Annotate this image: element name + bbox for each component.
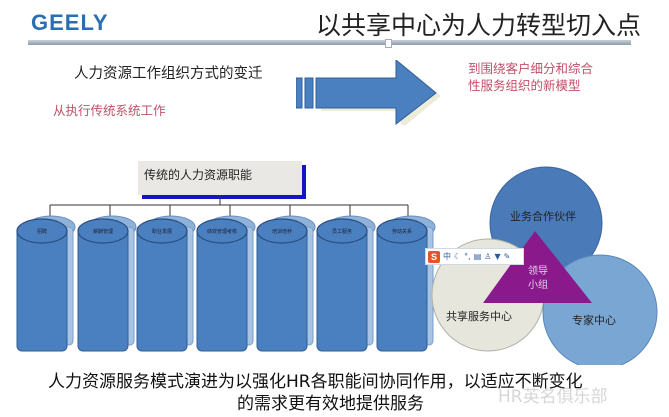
function-label: 培训培养 <box>271 229 292 235</box>
caption-line-1: 人力资源服务模式演进为以强化HR各职能间协同作用，以适应不断变化 <box>48 372 583 392</box>
ime-toolbar[interactable]: S 中 ☾ °, ▤ ♙ ▼ ✎ <box>425 248 524 265</box>
cylinder-shape <box>16 215 76 352</box>
skin-icon[interactable]: ▼ <box>494 252 501 261</box>
moon-icon[interactable]: ☾ <box>454 252 462 261</box>
to-text: 到围绕客户细分和综合性服务组织的新模型 <box>468 61 594 93</box>
traditional-functions-box: 传统的人力资源职能 <box>138 161 302 195</box>
caption-line-2: 的需求更有效地提供服务 <box>237 394 424 414</box>
punctuation-icon[interactable]: °, <box>464 252 471 261</box>
page-title: 以共享中心为人力转型切入点 <box>316 11 642 40</box>
cylinder-shape <box>136 215 196 352</box>
cylinder-shape <box>256 215 316 352</box>
cylinder-shape <box>196 215 256 352</box>
function-label: 薪酬管理 <box>92 229 113 235</box>
geely-logo: GEELY <box>31 10 109 35</box>
transition-heading: 人力资源工作组织方式的变迁 <box>74 66 263 82</box>
header-divider <box>28 40 631 45</box>
function-label: 招聘 <box>36 229 47 235</box>
leadership-label: 领导 小组 <box>528 266 548 291</box>
sogou-logo-icon[interactable]: S <box>428 250 440 263</box>
function-label: 职业发展 <box>151 229 172 235</box>
function-cylinder: 职业发展 <box>135 215 197 357</box>
function-cylinder: 员工服务 <box>315 215 377 357</box>
cylinder-shape <box>77 215 137 352</box>
function-cylinder: 绩效管理考核 <box>195 215 257 357</box>
shared-service-label: 共享服务中心 <box>446 310 512 323</box>
leadership-triangle <box>483 231 592 303</box>
keyboard-icon[interactable]: ▤ <box>473 252 482 261</box>
watermark: HR英名俱乐部 <box>498 387 608 407</box>
cylinder-shape <box>316 215 376 352</box>
from-text: 从执行传统系统工作 <box>53 103 166 118</box>
function-cylinder: 招聘 <box>15 215 77 357</box>
function-label: 劳动关系 <box>391 229 412 235</box>
header-divider-mark <box>385 39 392 48</box>
user-icon[interactable]: ♙ <box>484 252 492 261</box>
wrench-icon[interactable]: ✎ <box>503 252 511 261</box>
expert-center-label: 专家中心 <box>572 314 616 327</box>
business-partner-label: 业务合作伙伴 <box>510 210 576 223</box>
input-mode-toggle[interactable]: 中 <box>443 252 451 261</box>
function-cylinder: 培训培养 <box>255 215 317 357</box>
traditional-functions-title: 传统的人力资源职能 <box>144 168 253 182</box>
function-cylinder: 薪酬管理 <box>76 215 138 357</box>
function-label: 员工服务 <box>331 229 352 235</box>
function-label: 绩效管理考核 <box>206 229 237 235</box>
right-arrow-icon <box>296 60 441 125</box>
